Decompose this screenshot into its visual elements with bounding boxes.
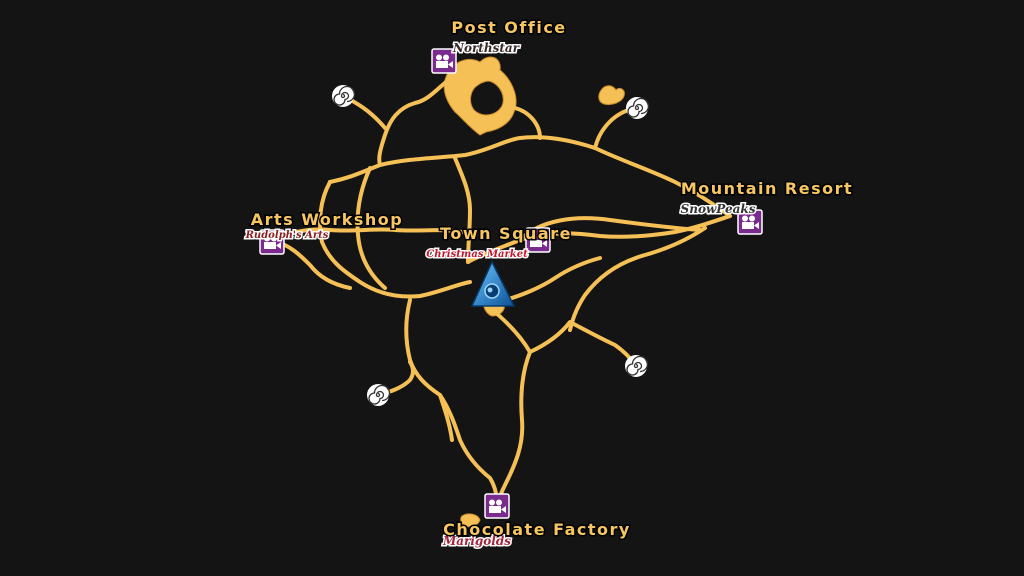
town-areas [443, 56, 625, 528]
video-camera-icon[interactable] [484, 493, 510, 519]
road [328, 135, 732, 218]
road [513, 106, 542, 140]
road [438, 393, 454, 442]
chocolate-factory-label[interactable]: Chocolate Factory [442, 519, 631, 541]
road [355, 166, 387, 290]
road [404, 298, 499, 508]
road [270, 227, 464, 242]
spiral-icon[interactable] [625, 96, 650, 120]
mountain-resort-sign: SnowPeaks [681, 202, 756, 216]
road [453, 156, 472, 264]
road [503, 256, 602, 302]
chocolate-factory-patch [460, 513, 481, 528]
spiral-icon[interactable] [366, 383, 391, 407]
town-square-sign: Christmas Market [426, 249, 528, 260]
spiral-icon[interactable] [331, 84, 356, 108]
road [568, 226, 707, 332]
road [318, 180, 472, 299]
road [377, 73, 457, 167]
post-office-sign: Northstar [452, 41, 521, 55]
road [495, 350, 532, 508]
road [270, 238, 352, 290]
road [518, 216, 702, 242]
road [488, 306, 638, 368]
location-labels: Post Office Mountain Resort Arts Worksho… [249, 17, 853, 541]
chocolate-factory-sign: Marigolds [442, 534, 511, 548]
spiral-icon[interactable] [624, 354, 649, 378]
mountain-resort-label[interactable]: Mountain Resort [679, 178, 853, 200]
location-signs: Northstar SnowPeaks Rudolph's Arts Chris… [243, 40, 757, 550]
arts-workshop-label[interactable]: Arts Workshop [249, 209, 403, 231]
northstar-area [443, 56, 517, 136]
post-office-label[interactable]: Post Office [450, 17, 567, 39]
north-east-patch [598, 85, 625, 105]
town-square-label[interactable]: Town Square [439, 223, 572, 245]
player-arrow-icon[interactable] [470, 260, 516, 307]
arts-workshop-sign: Rudolph's Arts [245, 230, 329, 241]
